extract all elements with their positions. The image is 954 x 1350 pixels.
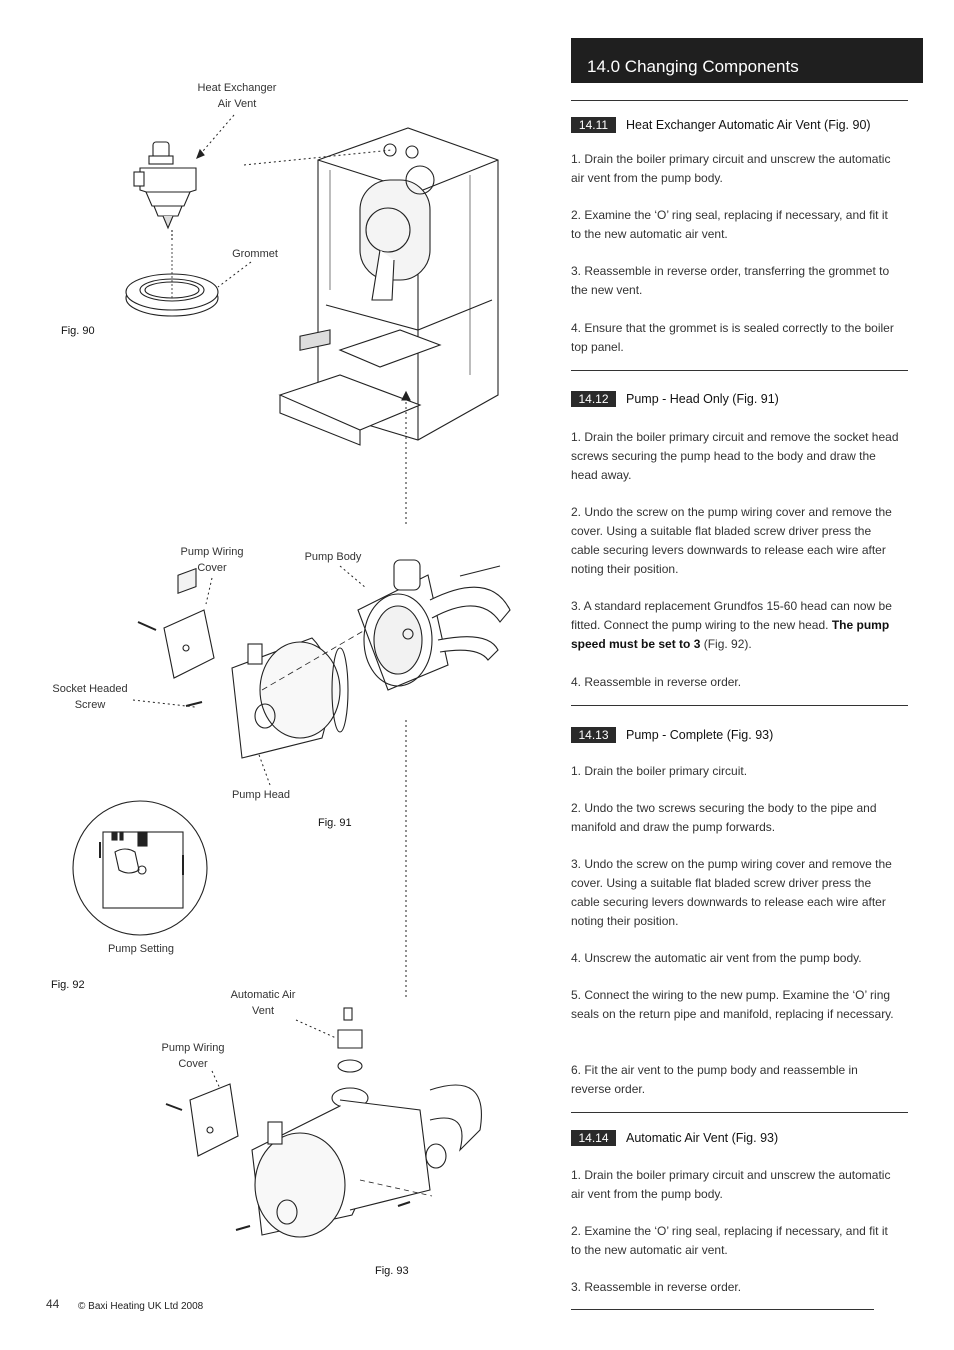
step: 3. A standard replacement Grundfos 15-60… bbox=[571, 599, 892, 651]
step: 3. Undo the screw on the pump wiring cov… bbox=[571, 857, 892, 928]
step: 1. Drain the boiler primary circuit and … bbox=[571, 430, 899, 482]
section-heading-14-14: 14.14 Automatic Air Vent (Fig. 93) bbox=[571, 1130, 778, 1146]
step: 2. Examine the ‘O’ ring seal, replacing … bbox=[571, 208, 888, 241]
label-pump-head: Pump Head bbox=[231, 789, 291, 801]
fig-92-caption: Fig. 92 bbox=[51, 979, 85, 991]
section-heading-14-12: 14.12 Pump - Head Only (Fig. 91) bbox=[571, 391, 779, 407]
section-title: Pump - Complete (Fig. 93) bbox=[626, 728, 774, 742]
heat-exchanger-air-vent-drawing bbox=[133, 141, 197, 240]
step: 2. Undo the screw on the pump wiring cov… bbox=[571, 505, 892, 576]
section-title: Pump - Head Only (Fig. 91) bbox=[626, 392, 779, 406]
section-title: Automatic Air Vent (Fig. 93) bbox=[626, 1131, 779, 1145]
fig-93-caption: Fig. 93 bbox=[375, 1265, 409, 1277]
label-pump-wiring-cover-93: Pump Wiring Cover bbox=[161, 1042, 225, 1070]
step: 4. Unscrew the automatic air vent from t… bbox=[571, 951, 862, 965]
step: 1. Drain the boiler primary circuit and … bbox=[571, 1168, 891, 1201]
label-grommet: Grommet bbox=[232, 248, 278, 260]
section-number: 14.11 bbox=[571, 117, 616, 133]
fig-90-caption: Fig. 90 bbox=[61, 325, 95, 337]
section-heading-14-11: 14.11 Heat Exchanger Automatic Air Vent … bbox=[571, 117, 871, 133]
pump-setting-drawing bbox=[72, 800, 208, 936]
section-heading-14-13: 14.13 Pump - Complete (Fig. 93) bbox=[571, 727, 773, 743]
divider bbox=[571, 1309, 874, 1310]
label-automatic-air-vent: Automatic Air Vent bbox=[230, 989, 296, 1017]
divider bbox=[571, 370, 908, 371]
step: 1. Drain the boiler primary circuit and … bbox=[571, 152, 891, 185]
page-number: 44 bbox=[46, 1297, 60, 1311]
fig-91-caption: Fig. 91 bbox=[318, 817, 352, 829]
page-header: 14.0 Changing Components bbox=[571, 38, 923, 83]
copyright-notice: © Baxi Heating UK Ltd 2008 bbox=[78, 1301, 204, 1312]
step: 1. Drain the boiler primary circuit. bbox=[571, 764, 748, 778]
technical-illustrations bbox=[72, 114, 511, 1238]
label-pump-wiring-cover: Pump Wiring Cover bbox=[180, 546, 244, 574]
pump-wiring-cover-drawing bbox=[137, 567, 215, 707]
divider bbox=[571, 100, 908, 101]
label-pump-setting: Pump Setting bbox=[107, 943, 175, 955]
step: 4. Reassemble in reverse order. bbox=[571, 675, 742, 689]
step: 6. Fit the air vent to the pump body and… bbox=[571, 1063, 858, 1096]
section-number: 14.12 bbox=[571, 391, 616, 407]
divider bbox=[571, 1112, 908, 1113]
step: 2. Undo the two screws securing the body… bbox=[571, 801, 877, 834]
label-socket-headed-screw: Socket Headed Screw bbox=[52, 683, 128, 711]
grommet-drawing bbox=[125, 244, 219, 317]
step: 3. Reassemble in reverse order. bbox=[571, 1280, 742, 1294]
boiler-unit-drawing bbox=[278, 127, 499, 446]
section-title: Heat Exchanger Automatic Air Vent (Fig. … bbox=[626, 118, 871, 132]
step: 3. Reassemble in reverse order, transfer… bbox=[571, 264, 890, 297]
step: 2. Examine the ‘O’ ring seal, replacing … bbox=[571, 1224, 888, 1257]
complete-pump-drawing bbox=[165, 1007, 482, 1238]
pump-head-drawing bbox=[231, 637, 349, 759]
label-heat-exchanger-air-vent: Heat Exchanger Air Vent bbox=[197, 82, 277, 110]
step: 5. Connect the wiring to the new pump. E… bbox=[571, 988, 894, 1021]
section-number: 14.14 bbox=[571, 1130, 616, 1146]
label-pump-body: Pump Body bbox=[304, 551, 362, 563]
pump-body-drawing bbox=[357, 559, 511, 691]
step: 4. Ensure that the grommet is is sealed … bbox=[571, 321, 894, 354]
page-title: 14.0 Changing Components bbox=[587, 57, 799, 76]
divider bbox=[571, 705, 908, 706]
section-number: 14.13 bbox=[571, 727, 616, 743]
pump-speed-warning: The pump speed must be set to 3 bbox=[571, 618, 890, 651]
